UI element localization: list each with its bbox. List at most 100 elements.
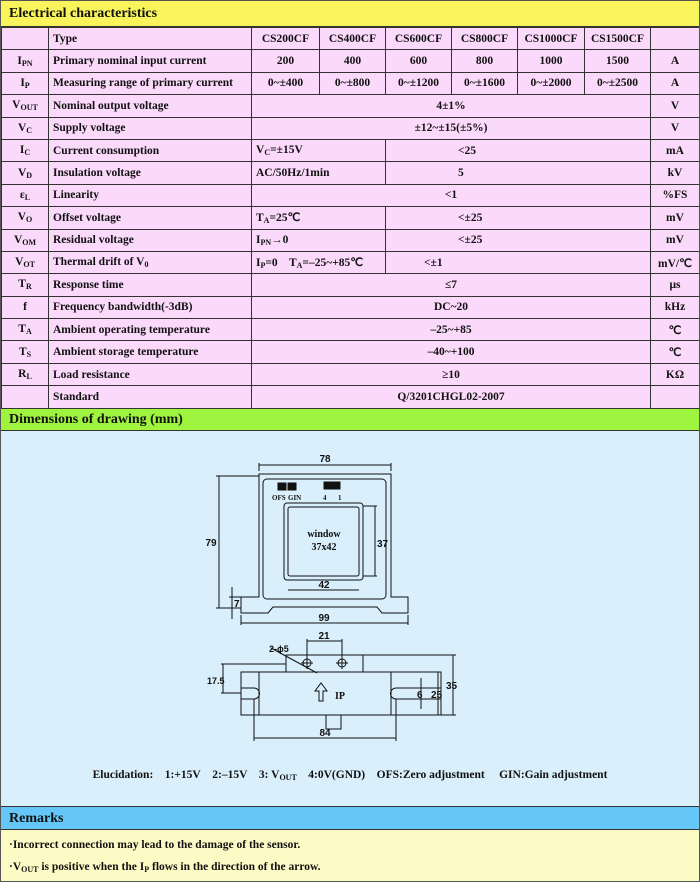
- parameter-name: Supply voltage: [48, 116, 252, 140]
- parameter-name: Primary nominal input current: [48, 49, 252, 73]
- value-cell: 0~±1600: [451, 71, 518, 96]
- model: CS600CF: [385, 26, 452, 51]
- value-cell: 200: [251, 49, 320, 73]
- symbol-subscript: A: [25, 327, 32, 337]
- bottom-view: [221, 638, 456, 741]
- parameter-name: Nominal output voltage: [48, 94, 252, 118]
- parameter-name: Frequency bandwidth(-3dB): [48, 295, 252, 320]
- parameter-name-text: Measuring range of primary current: [53, 77, 233, 90]
- parameter-name-text: Standard: [53, 390, 100, 403]
- type-label: Type: [48, 26, 252, 51]
- symbol: R: [18, 368, 27, 381]
- model: CS800CF: [451, 26, 518, 51]
- parameter-name-text: Supply voltage: [53, 122, 126, 135]
- dim-21: 21: [318, 631, 330, 642]
- dim-7: 7: [234, 599, 240, 610]
- condition-subscript: A: [263, 216, 270, 226]
- value-cell: 400: [319, 49, 386, 73]
- unit-cell: mV/℃: [650, 250, 699, 275]
- parameter-name: Offset voltage: [48, 206, 252, 230]
- unit-cell: kV: [650, 161, 699, 185]
- model: CS1500CF: [584, 26, 651, 51]
- symbol: T: [18, 345, 27, 358]
- symbol-subscript: L: [26, 372, 32, 382]
- symbol-subscript: PN: [21, 58, 33, 68]
- symbol-subscript: C: [26, 125, 33, 135]
- model: CS400CF: [319, 26, 386, 51]
- parameter-name-text: Residual voltage: [53, 234, 134, 247]
- parameter-name-text: Offset voltage: [53, 211, 122, 224]
- parameter-name-text: Frequency bandwidth(-3dB): [53, 301, 193, 314]
- symbol: I: [19, 144, 25, 157]
- dim-6: 6: [417, 690, 423, 701]
- symbol-cell: RL: [1, 362, 49, 387]
- value-cell: 0~±1200: [385, 71, 452, 96]
- symbol-cell: IC: [1, 138, 49, 163]
- condition-text: V: [256, 144, 265, 157]
- value-cell: 4±1%: [251, 94, 651, 118]
- condition-subscript: A: [296, 261, 303, 271]
- gin-label: GIN: [288, 494, 301, 502]
- unit-cell: A: [650, 49, 699, 73]
- dim-79: 79: [205, 538, 217, 549]
- ofs-label: OFS: [272, 494, 286, 502]
- parameter-name-text: Thermal drift of V: [53, 256, 145, 269]
- symbol-subscript: O: [26, 215, 33, 225]
- remarks-body: ·Incorrect connection may lead to the da…: [1, 829, 699, 881]
- parameter-name: Measuring range of primary current: [48, 71, 252, 96]
- elucidation: Elucidation: 1:+15V 2:–15V 3: VOUT 4:0V(…: [92, 768, 608, 782]
- dimension-drawing: 78 79 37 42 99 7 window 37x42 OFS GIN 4 …: [1, 430, 699, 807]
- value-cell: 0~±2500: [584, 71, 651, 96]
- condition-subscript: P: [260, 261, 266, 271]
- symbol-cell: VOT: [1, 250, 49, 275]
- unit-cell: V: [650, 116, 699, 140]
- unit-cell: %FS: [650, 183, 699, 208]
- condition-cell: AC/50Hz/1min: [251, 161, 386, 185]
- value-cell: <1: [251, 183, 651, 208]
- top-view: [216, 462, 409, 625]
- remark-line: ·Incorrect connection may lead to the da…: [9, 838, 301, 851]
- symbol: V: [17, 211, 27, 224]
- value-cell: 1000: [517, 49, 585, 73]
- symbol-subscript: D: [26, 170, 33, 180]
- condition-cell: IP=0 TA=–25~+85℃: [251, 250, 386, 275]
- holes-label: 2-ϕ5: [269, 644, 289, 654]
- condition-cell: IPN→0: [251, 228, 386, 252]
- condition-text: →0: [271, 233, 289, 246]
- parameter-name-text: Current consumption: [53, 144, 160, 157]
- symbol: V: [15, 256, 24, 269]
- unit-cell: kHz: [650, 295, 699, 320]
- table-header-row: Type CS200CF CS400CF CS600CF CS800CF CS1…: [1, 26, 699, 51]
- symbol-cell: VOM: [1, 228, 49, 252]
- unit-cell: μs: [650, 273, 699, 297]
- symbol: f: [23, 300, 27, 313]
- value-cell: <±25: [385, 206, 651, 230]
- value-cell: –40~+100: [251, 340, 651, 364]
- parameter-name: Thermal drift of V0: [48, 250, 252, 275]
- symbol-subscript: P: [24, 80, 30, 90]
- dim-35: 35: [446, 681, 458, 692]
- unit-cell: KΩ: [650, 362, 699, 387]
- symbol-cell: VC: [1, 116, 49, 140]
- condition-text: I: [256, 257, 261, 270]
- value-cell: DC~20: [251, 295, 651, 320]
- value-cell: 5: [385, 161, 651, 185]
- value-cell: ≥10: [251, 362, 651, 387]
- symbol-subscript: L: [24, 192, 31, 202]
- symbol: V: [17, 121, 27, 134]
- parameter-name: Ambient operating temperature: [48, 318, 252, 342]
- unit-cell: V: [650, 94, 699, 118]
- symbol-cell: VO: [1, 206, 49, 230]
- electrical-table: Type CS200CF CS400CF CS600CF CS800CF CS1…: [1, 26, 699, 409]
- condition-cell: VC=±15V: [251, 138, 386, 163]
- remarks-title: Remarks: [1, 806, 699, 830]
- model: CS1000CF: [517, 26, 585, 51]
